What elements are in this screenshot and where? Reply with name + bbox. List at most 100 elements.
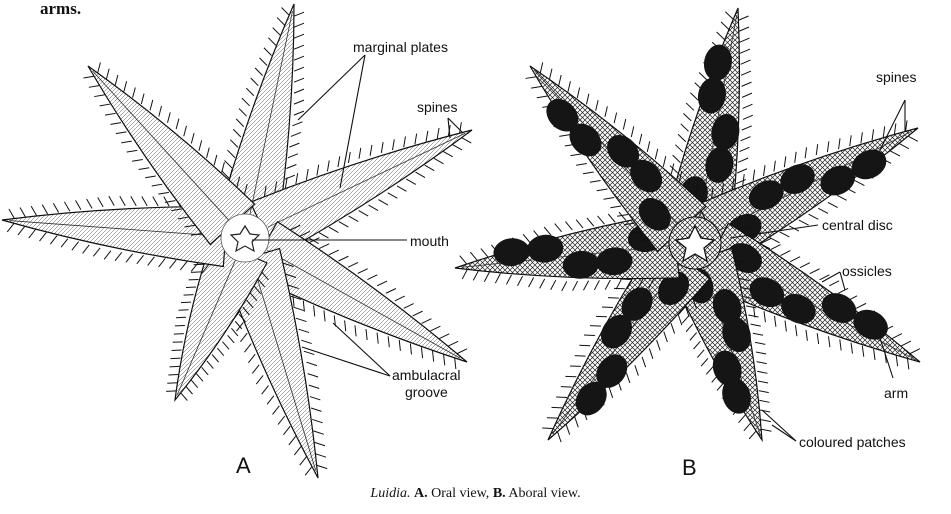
arm-spine [582,171,594,175]
arm-spine [654,148,659,160]
arm-spine [94,94,105,98]
arm-spine [71,241,79,251]
coloured-patch [630,159,663,193]
arm-spine [836,194,847,201]
arm-spine [282,262,294,268]
arm-spine [152,196,159,207]
arm-spine [358,147,362,159]
arm-spine [550,279,557,290]
arm-spine [626,279,633,290]
arm-spine [184,224,196,228]
arm-spine [570,153,582,157]
arm-spine [221,162,225,173]
arm-spine [132,159,143,162]
arm-spine [758,390,769,394]
arm-spine [769,237,780,244]
figure-caption: Luidia. A. Oral view, B. Aboral view. [0,486,951,502]
arm-spine [700,358,709,367]
arm-spine [755,351,767,355]
arm-spine [480,248,489,258]
arm-spine [739,37,750,43]
leader-lines-b [729,99,906,442]
arm-spine [338,255,349,262]
arm-spine [290,131,302,137]
arm-spine [307,373,319,378]
arm-spine [742,174,745,186]
arm-spine [293,33,305,39]
arm-spine [248,353,256,364]
coloured-patch [697,77,726,114]
label-spines-b: spines [876,69,916,85]
coloured-patch [703,44,732,81]
arm-spine [574,416,579,428]
arm-spine [752,332,764,336]
arm-spine [290,224,301,231]
arm-spine [293,306,305,312]
label-ossicles: ossicles [842,263,892,279]
arm-spine [680,123,689,132]
arm-spine [430,325,441,332]
arm-spine [298,328,310,334]
arm-spine [565,221,573,231]
label-groove: groove [405,384,448,400]
arm-spine [367,274,378,281]
arm-spine [236,176,241,188]
arm-spine [711,187,714,199]
arm-spine [201,264,210,274]
arm-spine [376,280,388,287]
coloured-patch [749,277,785,308]
arm-spine [414,133,418,145]
arm-spine [228,169,233,180]
arm-spine [365,329,368,341]
arm-spine [641,356,647,368]
arm-spine [259,57,268,66]
arm-spine [60,238,69,248]
arm-spine [678,170,683,182]
arm-spine [677,133,687,143]
arm-spine [391,139,395,151]
arm-spine [49,235,58,245]
arm-spine [670,323,676,334]
arm-spine [622,118,627,130]
arm-spine [308,384,320,389]
arm-spine [909,348,921,355]
arm-spine [380,142,384,154]
starfish-aboral-view [454,7,921,443]
coloured-patch [722,378,751,414]
coloured-patch [722,316,751,353]
arm-spine [604,106,608,118]
caption-a-text: Oral view, [431,486,490,501]
arm-groove [9,220,221,237]
arm-spine [293,99,305,105]
arm-spine [289,142,300,148]
arm-spine [656,339,661,351]
arm-spine [105,68,110,80]
arm-spine [274,181,278,193]
arm-spine [543,226,552,236]
arm-spine [179,261,188,271]
arm-spine [608,387,614,398]
arm-spine [517,275,524,286]
arm-spine [132,87,136,98]
arm-spine [234,320,243,330]
arm-spine [163,196,170,207]
arm-spine [773,160,776,172]
arm-spine [740,70,752,76]
arm-spine [891,333,903,339]
arm-spine [689,332,698,341]
arm-spine [316,464,328,470]
arm-spine [557,431,562,443]
arm-spine [900,340,912,347]
caption-a-letter: A. [414,486,428,501]
arm-spine [739,146,750,153]
arm-spine [238,108,247,117]
arm-spine [469,251,478,261]
arm-spine [738,26,750,32]
arm-spine [783,156,787,168]
arm-spine [827,202,838,209]
arm-spine [613,112,618,124]
arm-spine [28,229,36,239]
arm-spine [565,424,571,435]
arm-spine [8,208,15,219]
